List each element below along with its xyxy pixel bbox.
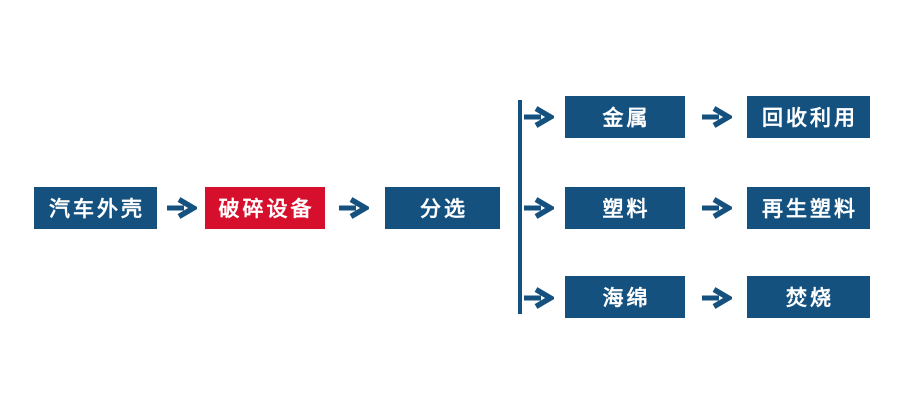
node-recycling: 回收利用 <box>747 96 870 138</box>
arrow-right-icon <box>522 196 556 220</box>
node-sponge: 海绵 <box>565 276 685 318</box>
arrow-right-icon <box>700 196 734 220</box>
arrow-right-icon <box>522 105 556 129</box>
node-plastic: 塑料 <box>565 187 685 229</box>
node-metal: 金属 <box>565 96 685 138</box>
branch-connector-line <box>518 100 522 314</box>
node-sorting: 分选 <box>385 187 500 229</box>
node-incineration: 焚烧 <box>747 276 870 318</box>
node-crushing-equipment: 破碎设备 <box>205 187 325 229</box>
node-recycled-plastic: 再生塑料 <box>747 187 870 229</box>
arrow-right-icon <box>522 286 556 310</box>
arrow-right-icon <box>700 105 734 129</box>
arrow-right-icon <box>337 196 371 220</box>
node-car-shell: 汽车外壳 <box>34 187 157 229</box>
arrow-right-icon <box>165 196 199 220</box>
arrow-right-icon <box>700 286 734 310</box>
